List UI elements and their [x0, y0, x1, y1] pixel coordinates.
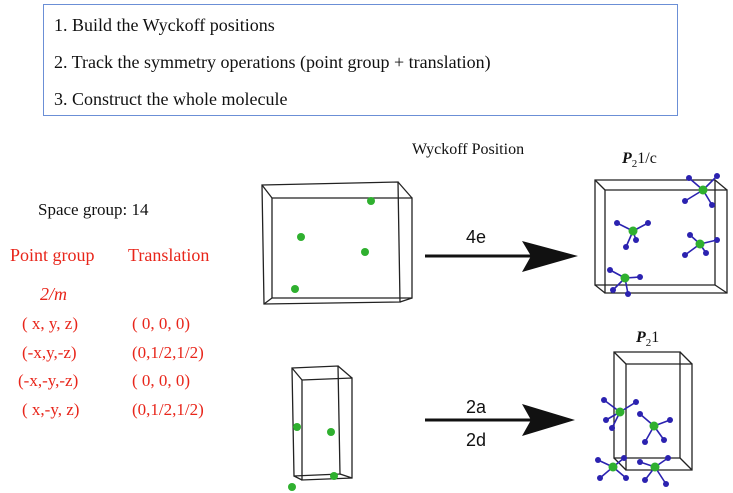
point-group-header: Point group: [10, 245, 95, 265]
atom-green: [628, 226, 638, 236]
translation-row-3: ( 0, 0, 0): [132, 371, 191, 390]
arrow-top-label: 4e: [466, 227, 486, 247]
unit-cell-top-left: [261, 181, 413, 305]
atom-green: [695, 239, 705, 249]
atom-green: [297, 233, 305, 241]
atom-blue: [686, 175, 692, 181]
space-group-bottom: P21: [635, 329, 659, 349]
atom-blue: [637, 411, 643, 417]
atom-blue: [687, 232, 693, 238]
atom-blue: [595, 457, 601, 463]
molecule: [601, 397, 639, 431]
atom-blue: [597, 475, 603, 481]
point-group-row-1: ( x, y, z): [22, 314, 79, 333]
atom-green: [327, 428, 335, 436]
atom-blue: [665, 455, 671, 461]
atom-blue: [625, 291, 631, 297]
atom-blue: [714, 237, 720, 243]
atom-green: [698, 185, 708, 195]
translation-header: Translation: [128, 245, 210, 265]
atom-green: [361, 248, 369, 256]
atom-green: [649, 421, 659, 431]
atom-blue: [703, 250, 709, 256]
atom-green: [293, 423, 301, 431]
atom-blue: [682, 198, 688, 204]
atom-blue: [607, 267, 613, 273]
wyckoff-position-header: Wyckoff Position: [412, 141, 524, 158]
atom-blue: [642, 439, 648, 445]
unit-cell-bottom-left: [291, 365, 353, 481]
atom-green: [608, 462, 618, 472]
translation-row-1: ( 0, 0, 0): [132, 314, 191, 333]
molecule: [607, 267, 643, 297]
step-3: 3. Construct the whole molecule: [54, 89, 288, 109]
unit-cell-top-right: [594, 179, 728, 294]
atom-blue: [621, 455, 627, 461]
molecule: [682, 173, 720, 208]
atom-green: [650, 462, 660, 472]
atom-blue: [609, 425, 615, 431]
space-group-label: Space group: 14: [38, 200, 149, 219]
atom-green: [615, 407, 625, 417]
atom-blue: [623, 475, 629, 481]
step-1: 1. Build the Wyckoff positions: [54, 15, 275, 35]
step-2: 2. Track the symmetry operations (point …: [54, 52, 491, 72]
atom-blue: [667, 417, 673, 423]
point-group-row-3: (-x,-y,-z): [18, 371, 79, 390]
atom-green: [288, 483, 296, 491]
atom-blue: [633, 237, 639, 243]
atom-green: [330, 472, 338, 480]
point-group-row-2: (-x,y,-z): [22, 343, 77, 362]
molecule: [637, 455, 671, 487]
atom-blue: [614, 220, 620, 226]
molecule: [682, 232, 720, 258]
arrow-top: [425, 241, 578, 272]
atom-blue: [663, 481, 669, 487]
point-group-row-4: ( x,-y, z): [22, 400, 80, 419]
arrow-bottom-label-2: 2d: [466, 430, 486, 450]
atom-blue: [661, 437, 667, 443]
steps-box: 1. Build the Wyckoff positions 2. Track …: [43, 4, 678, 116]
atom-green: [291, 285, 299, 293]
atom-blue: [709, 202, 715, 208]
space-group-top: P21/c: [621, 150, 657, 170]
arrow-bottom: [425, 404, 575, 436]
atom-blue: [714, 173, 720, 179]
translation-row-2: (0,1/2,1/2): [132, 343, 204, 362]
point-group-symbol: 2/m: [40, 284, 67, 304]
atom-blue: [610, 287, 616, 293]
atom-blue: [601, 397, 607, 403]
atom-blue: [623, 244, 629, 250]
atom-blue: [637, 459, 643, 465]
unit-cell-bottom-right: [613, 351, 693, 471]
atom-blue: [682, 252, 688, 258]
atom-blue: [637, 274, 643, 280]
molecules-bottom-right: [595, 397, 673, 487]
molecule: [637, 411, 673, 445]
atom-green: [367, 197, 375, 205]
molecule: [614, 220, 651, 250]
translation-row-4: (0,1/2,1/2): [132, 400, 204, 419]
atom-green: [620, 273, 630, 283]
atom-blue: [633, 399, 639, 405]
atom-blue: [603, 417, 609, 423]
molecule: [595, 455, 629, 481]
atom-blue: [642, 477, 648, 483]
arrow-bottom-label-1: 2a: [466, 397, 487, 417]
atom-blue: [645, 220, 651, 226]
molecules-top-right: [607, 173, 720, 297]
